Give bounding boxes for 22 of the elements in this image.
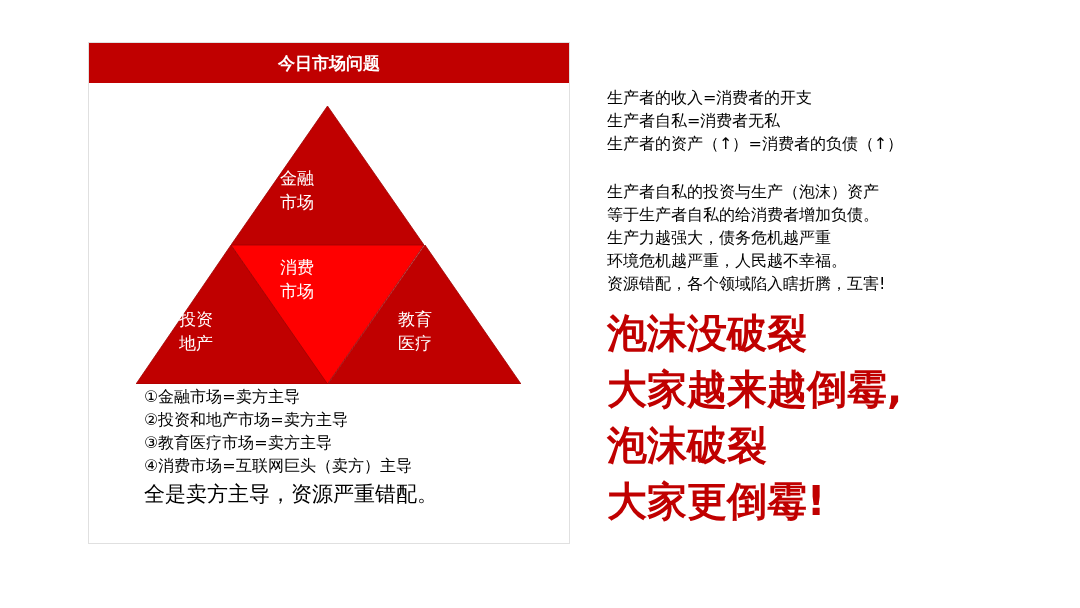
headline-text: 大家越来越倒霉, bbox=[607, 365, 903, 414]
headline-text: 泡沫破裂 bbox=[607, 421, 767, 470]
statement-text: 资源错配，各个领域陷入瞎折腾，互害! bbox=[607, 274, 886, 295]
triangle-label: 消费市场 bbox=[279, 256, 315, 303]
statement-text: 等于生产者自私的给消费者增加负债。 bbox=[607, 205, 879, 226]
triangle-label: 金融市场 bbox=[279, 167, 315, 214]
panel bbox=[88, 42, 570, 544]
note-text: ①金融市场=卖方主导 bbox=[144, 387, 300, 408]
statement-text: 生产者自私的投资与生产（泡沫）资产 bbox=[607, 182, 879, 203]
panel-header: 今日市场问题 bbox=[89, 43, 569, 83]
statement-text: 生产者自私=消费者无私 bbox=[607, 111, 781, 132]
statement-text: 环境危机越严重，人民越不幸福。 bbox=[607, 251, 847, 272]
note-text: 全是卖方主导，资源严重错配。 bbox=[144, 481, 438, 508]
note-text: ③教育医疗市场=卖方主导 bbox=[144, 433, 332, 454]
note-text: ④消费市场=互联网巨头（卖方）主导 bbox=[144, 456, 412, 477]
note-text: ②投资和地产市场=卖方主导 bbox=[144, 410, 348, 431]
statement-text: 生产者的资产（↑）=消费者的负债（↑） bbox=[607, 134, 904, 155]
statement-text: 生产力越强大，债务危机越严重 bbox=[607, 228, 831, 249]
triangle-label: 教育医疗 bbox=[397, 308, 433, 355]
headline-text: 泡沫没破裂 bbox=[607, 309, 807, 358]
statement-text: 生产者的收入=消费者的开支 bbox=[607, 88, 813, 109]
headline-text: 大家更倒霉! bbox=[607, 477, 826, 526]
